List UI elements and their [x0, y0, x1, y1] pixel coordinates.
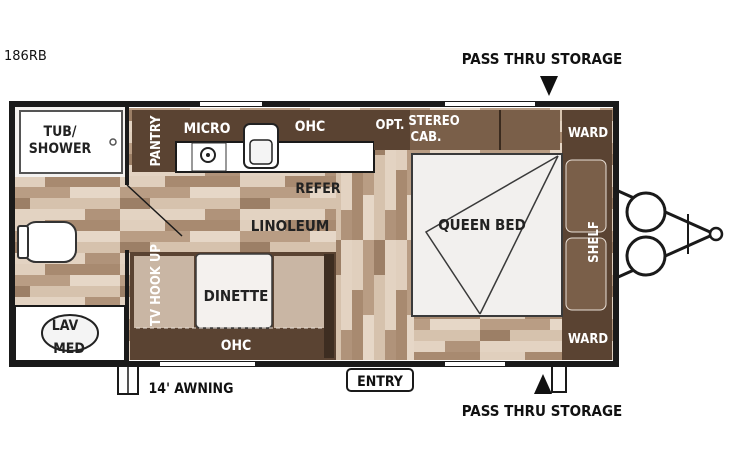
- stereo-cabinet-right: [410, 110, 560, 150]
- pantry: [132, 110, 176, 172]
- entry-step: [346, 368, 414, 392]
- tv-hook-up-label: TV HOOK UP: [149, 244, 164, 326]
- tub-shower: [19, 110, 123, 174]
- ward-top-label: WARD: [568, 126, 608, 141]
- toilet-icon: [23, 221, 77, 263]
- stereo-label: STEREO: [408, 114, 459, 129]
- shelf-label: SHELF: [587, 221, 602, 263]
- arrow-down-icon: [540, 76, 558, 96]
- ward-top: [562, 110, 612, 154]
- ohc-dinette-label: OHC: [221, 338, 252, 354]
- ohc-top-label: OHC: [295, 119, 326, 135]
- shelf-compartment: [565, 159, 607, 233]
- bottom-step-icon: [551, 365, 567, 393]
- model-code: 186RB: [4, 49, 47, 64]
- toilet-tank: [17, 225, 29, 259]
- bed-cover-line: [424, 155, 559, 315]
- sink-basin: [249, 139, 273, 165]
- bed-cover-line: [479, 155, 559, 315]
- linoleum-label: LINOLEUM: [251, 217, 330, 235]
- dinette-end: [324, 254, 334, 358]
- burner-center: [206, 153, 210, 157]
- lav-label: LAV: [52, 318, 79, 334]
- med-label: MED: [53, 341, 85, 357]
- micro-label: MICRO: [184, 121, 231, 137]
- pass-thru-bottom-label: PASS THRU STORAGE: [462, 402, 623, 420]
- awning-label: 14' AWNING: [149, 381, 234, 397]
- hitch-icon: [615, 188, 724, 280]
- queen-bed: [411, 153, 563, 317]
- arrow-up-icon: [534, 374, 552, 394]
- burner-icon: [200, 147, 216, 163]
- window: [200, 102, 262, 106]
- dinette-seat-left: [134, 256, 194, 328]
- opt-label: OPT.: [376, 118, 405, 133]
- exterior-wall: [9, 101, 619, 367]
- dinette-seat-right: [274, 256, 332, 328]
- shelf-compartment: [565, 237, 607, 311]
- awning-icon: [117, 365, 139, 395]
- tub-shower-label-1: TUB/: [43, 124, 76, 140]
- drain-icon: [109, 138, 117, 146]
- tub-shower-label-2: SHOWER: [29, 141, 92, 157]
- window: [160, 362, 255, 366]
- queen-bed-label: QUEEN BED: [438, 216, 526, 234]
- window: [445, 102, 535, 106]
- cab-label: CAB.: [411, 130, 442, 145]
- rear-floor: [336, 150, 414, 360]
- stereo-cabinet: [374, 110, 410, 150]
- entry-label: ENTRY: [357, 374, 404, 390]
- pantry-label: PANTRY: [149, 115, 164, 166]
- refer-label: REFER: [295, 181, 341, 197]
- pass-thru-top-label: PASS THRU STORAGE: [462, 50, 623, 68]
- dinette-label: DINETTE: [204, 287, 269, 305]
- door-swing: [126, 184, 183, 237]
- ward-bottom: [562, 316, 612, 360]
- sink-icon: [41, 314, 99, 352]
- window: [445, 362, 505, 366]
- ward-bottom-label: WARD: [568, 332, 608, 347]
